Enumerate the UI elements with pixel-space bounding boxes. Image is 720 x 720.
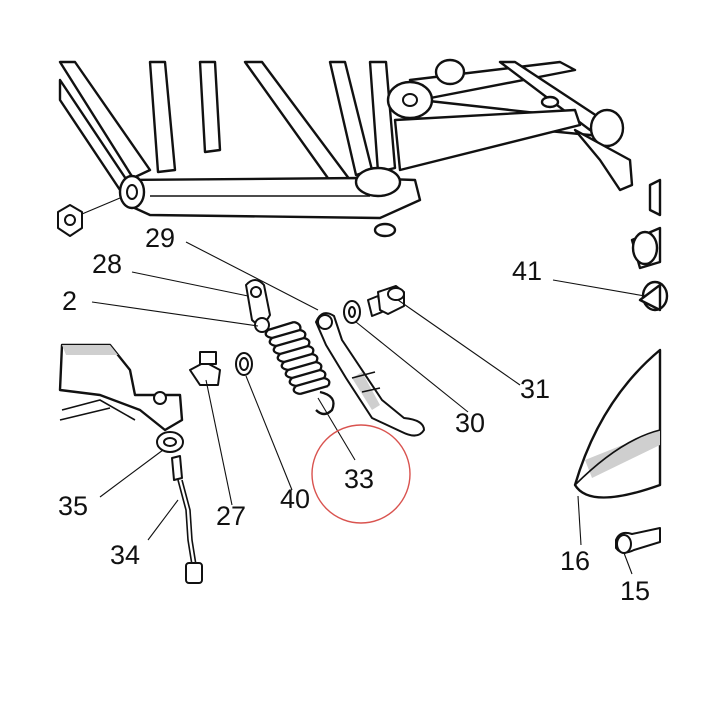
- callout-41: 41: [512, 256, 542, 286]
- callout-40: 40: [280, 484, 310, 514]
- part-28-plate: [245, 279, 271, 333]
- callout-33: 33: [344, 464, 374, 494]
- part-29-side-stand: [315, 312, 425, 437]
- part-30-washer: [343, 300, 361, 324]
- callout-35: 35: [58, 491, 88, 521]
- right-bracket: [630, 178, 669, 312]
- callout-28: 28: [92, 249, 122, 279]
- part-34-sensor: [171, 455, 203, 584]
- callout-31: 31: [520, 374, 550, 404]
- mounting-plate: [58, 343, 184, 432]
- callout-30: 30: [455, 408, 485, 438]
- part-31-bolt: [367, 285, 405, 317]
- part-15-screw: [615, 527, 661, 554]
- callout-15: 15: [620, 576, 650, 606]
- frame-nut: [57, 197, 121, 237]
- highlight-circle: [311, 424, 411, 524]
- callout-27: 27: [216, 501, 246, 531]
- callout-16: 16: [560, 546, 590, 576]
- part-27-switch: [189, 351, 221, 386]
- part-16-cover: [573, 348, 662, 499]
- part-40-circlip: [235, 352, 253, 376]
- part-33-spring: [264, 320, 335, 416]
- frame-assembly: [58, 58, 634, 238]
- callout-34: 34: [110, 540, 140, 570]
- callout-2: 2: [62, 286, 77, 316]
- callout-29: 29: [145, 223, 175, 253]
- leader-lines: [91, 241, 646, 575]
